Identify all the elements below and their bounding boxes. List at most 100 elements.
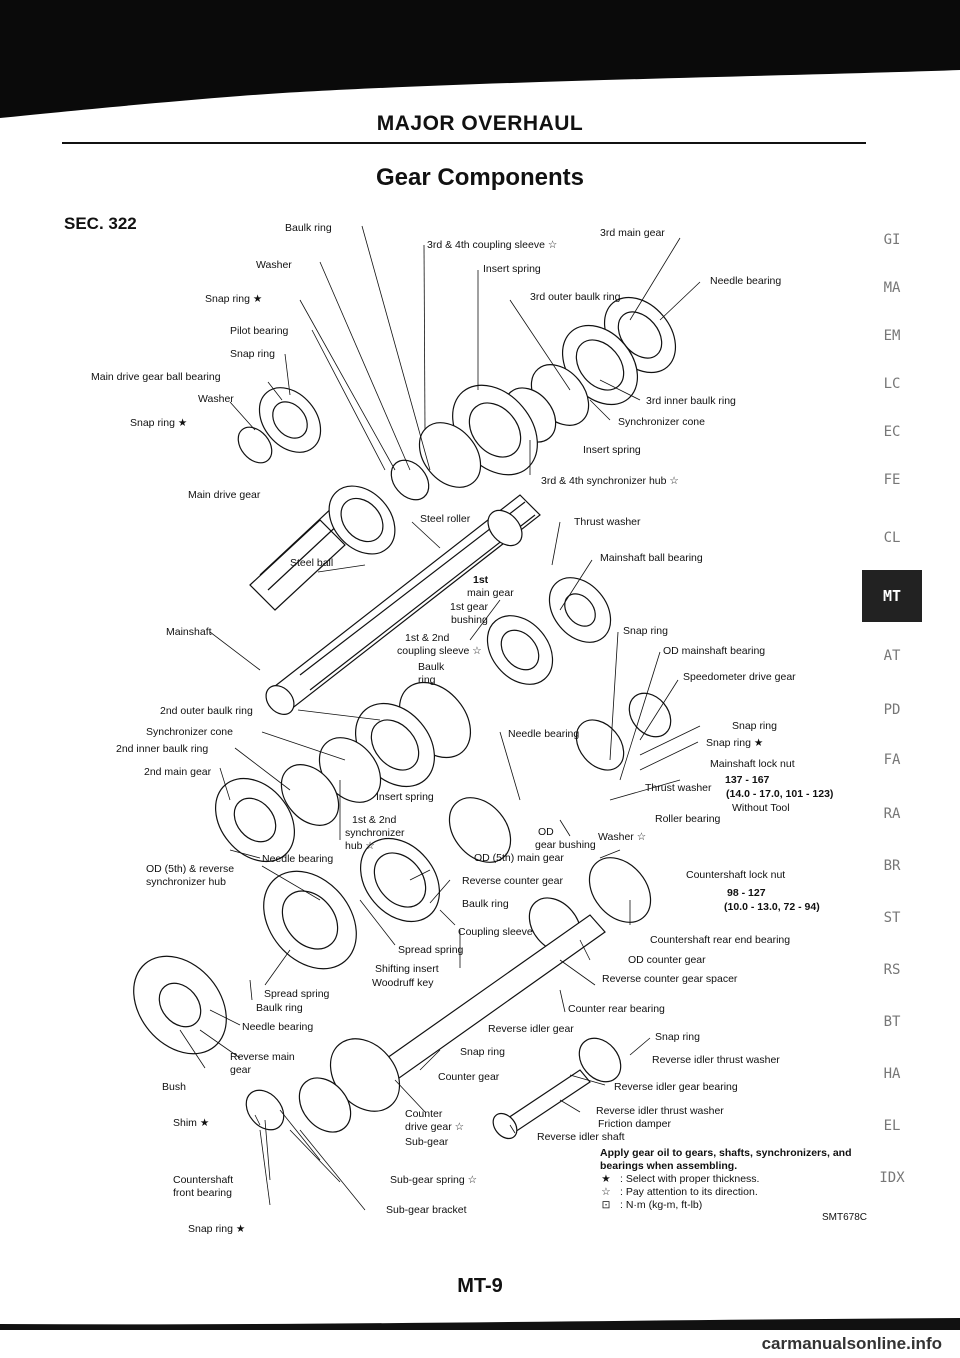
label-sub-gear-bracket: Sub-gear bracket — [386, 1204, 467, 1216]
note-row: ★ : Select with proper thickness. — [600, 1173, 880, 1186]
bottom-scan-band — [0, 1318, 960, 1330]
label-snap-ring-b2: Snap ring — [655, 1031, 700, 1043]
label-coupling-sleeve-34: 3rd & 4th coupling sleeve ☆ — [427, 239, 557, 251]
label-snap-ring-r2: Snap ring ★ — [706, 737, 763, 749]
label-reverse-idler-thrust-washer-2: Reverse idler thrust washer — [596, 1105, 724, 1117]
label-od-reverse-hub-1: OD (5th) & reverse — [146, 863, 234, 875]
side-tab-br[interactable]: BR — [883, 858, 901, 874]
side-tab-st[interactable]: ST — [883, 910, 901, 926]
label-baulk-ring-2a: Baulk — [418, 661, 445, 673]
star-symbol: ★ — [601, 1173, 611, 1185]
label-pilot-bearing: Pilot bearing — [230, 325, 289, 337]
label-reverse-idler-gear: Reverse idler gear — [488, 1023, 574, 1035]
label-washer-star: Washer ☆ — [598, 831, 646, 843]
side-tab-at[interactable]: AT — [883, 648, 901, 664]
figure-code: SMT678C — [822, 1212, 868, 1223]
label-woodruff-key: Woodruff key — [372, 977, 434, 989]
label-washer: Washer — [256, 259, 292, 271]
label-first-gear-bushing-1: 1st gear — [450, 601, 488, 613]
label-reverse-counter-gear: Reverse counter gear — [462, 875, 563, 887]
label-first-gear-bushing-2: bushing — [451, 614, 488, 626]
side-tab-fa[interactable]: FA — [883, 752, 901, 768]
page-title: Gear Components — [375, 164, 585, 191]
side-tab-lc[interactable]: LC — [883, 376, 901, 392]
label-countershaft-front-bearing-2: front bearing — [173, 1187, 232, 1199]
side-tab-el[interactable]: EL — [883, 1118, 901, 1134]
label-countershaft-rear-end-bearing: Countershaft rear end bearing — [650, 934, 790, 946]
label-second-main-gear: 2nd main gear — [144, 766, 212, 778]
label-counter-drive-gear-1: Counter — [405, 1108, 443, 1120]
label-sub-gear: Sub-gear — [405, 1136, 449, 1148]
label-od-1: OD — [538, 826, 554, 838]
label-sub-gear-spring: Sub-gear spring ☆ — [390, 1174, 477, 1186]
side-tab-fe[interactable]: FE — [883, 472, 901, 488]
note-text: : N·m (kg-m, ft-lb) — [620, 1199, 703, 1211]
sec-reference: SEC. 322 — [64, 214, 137, 233]
label-snap-ring-mid: Snap ring — [623, 625, 668, 637]
label-cs-torque-2: (10.0 - 13.0, 72 - 94) — [724, 901, 820, 913]
label-mainshaft: Mainshaft — [166, 626, 212, 638]
side-tab-mt-active[interactable]: MT — [862, 570, 922, 622]
label-friction-damper: Friction damper — [598, 1118, 671, 1130]
label-countershaft-front-bearing-1: Countershaft — [173, 1174, 233, 1186]
label-sync-hub-34: 3rd & 4th synchronizer hub ☆ — [541, 475, 679, 487]
label-reverse-counter-gear-spacer: Reverse counter gear spacer — [602, 973, 738, 985]
side-tab-bt[interactable]: BT — [883, 1014, 901, 1030]
label-od-main-gear: OD (5th) main gear — [474, 852, 564, 864]
label-speedometer-drive-gear: Speedometer drive gear — [683, 671, 796, 683]
label-reverse-main-gear-1: Reverse main — [230, 1051, 295, 1063]
label-od-reverse-hub-2: synchronizer hub — [146, 876, 226, 888]
assembly-notes: Apply gear oil to gears, shafts, synchro… — [600, 1147, 880, 1212]
label-second-inner-baulk-ring: 2nd inner baulk ring — [116, 743, 208, 755]
side-tab-rs[interactable]: RS — [883, 962, 901, 978]
label-cs-torque-1: 98 - 127 — [727, 887, 766, 899]
page-number: MT-9 — [457, 1275, 503, 1297]
label-insert-spring-2: Insert spring — [583, 444, 641, 456]
label-od-counter-gear: OD counter gear — [628, 954, 706, 966]
label-sync-hub-12-2: synchronizer — [345, 827, 405, 839]
side-tab-idx[interactable]: IDX — [879, 1170, 905, 1186]
label-main-drive-gear: Main drive gear — [188, 489, 261, 501]
label-snap-ring-star: Snap ring ★ — [205, 293, 262, 305]
side-tab-gi[interactable]: GI — [883, 232, 901, 248]
label-coupling-sleeve-12-2: coupling sleeve ☆ — [397, 645, 482, 657]
side-tab-ec[interactable]: EC — [883, 424, 901, 440]
label-baulk-ring-4: Baulk ring — [256, 1002, 303, 1014]
label-steel-ball: Steel ball — [290, 557, 333, 569]
label-counter-drive-gear-2: drive gear ☆ — [405, 1121, 464, 1133]
label-first-main-gear-1: 1st — [473, 574, 489, 586]
side-tab-pd[interactable]: PD — [883, 702, 901, 718]
top-scan-band — [0, 0, 960, 118]
note-text: : Select with proper thickness. — [620, 1173, 760, 1185]
side-tab-em[interactable]: EM — [883, 328, 901, 344]
side-tab-cl[interactable]: CL — [883, 530, 901, 546]
notes-heading: Apply gear oil to gears, shafts, synchro… — [600, 1147, 852, 1172]
label-thrust-washer-2: Thrust washer — [645, 782, 712, 794]
label-baulk-ring-3: Baulk ring — [462, 898, 509, 910]
label-steel-roller: Steel roller — [420, 513, 471, 525]
first-second-gear-stack — [214, 577, 672, 863]
label-reverse-main-gear-2: gear — [230, 1064, 252, 1076]
label-snap-ring-b3: Snap ring ★ — [188, 1223, 245, 1235]
side-tab-ra[interactable]: RA — [883, 806, 901, 822]
label-third-main-gear: 3rd main gear — [600, 227, 665, 239]
label-baulk-ring: Baulk ring — [285, 222, 332, 234]
label-insert-spring: Insert spring — [483, 263, 541, 275]
label-first-main-gear-2: main gear — [467, 587, 514, 599]
label-needle-bearing-top: Needle bearing — [710, 275, 781, 287]
side-tab-ha[interactable]: HA — [883, 1066, 901, 1082]
note-text: : Pay attention to its direction. — [620, 1186, 758, 1198]
side-tab-ma[interactable]: MA — [883, 280, 901, 296]
label-snap-ring-r1: Snap ring — [732, 720, 777, 732]
label-sync-hub-12-1: 1st & 2nd — [352, 814, 397, 826]
label-reverse-idler-thrust-washer: Reverse idler thrust washer — [652, 1054, 780, 1066]
label-sync-hub-12-3: hub ☆ — [345, 840, 375, 852]
section-header: MAJOR OVERHAUL — [376, 112, 584, 135]
hollow-star-symbol: ☆ — [601, 1186, 611, 1198]
label-mainshaft-lock-nut: Mainshaft lock nut — [710, 758, 795, 770]
label-needle-bearing-low: Needle bearing — [262, 853, 333, 865]
label-roller-bearing: Roller bearing — [655, 813, 721, 825]
countershaft-gear-stack — [133, 797, 652, 1140]
label-shifting-insert: Shifting insert — [375, 963, 439, 975]
